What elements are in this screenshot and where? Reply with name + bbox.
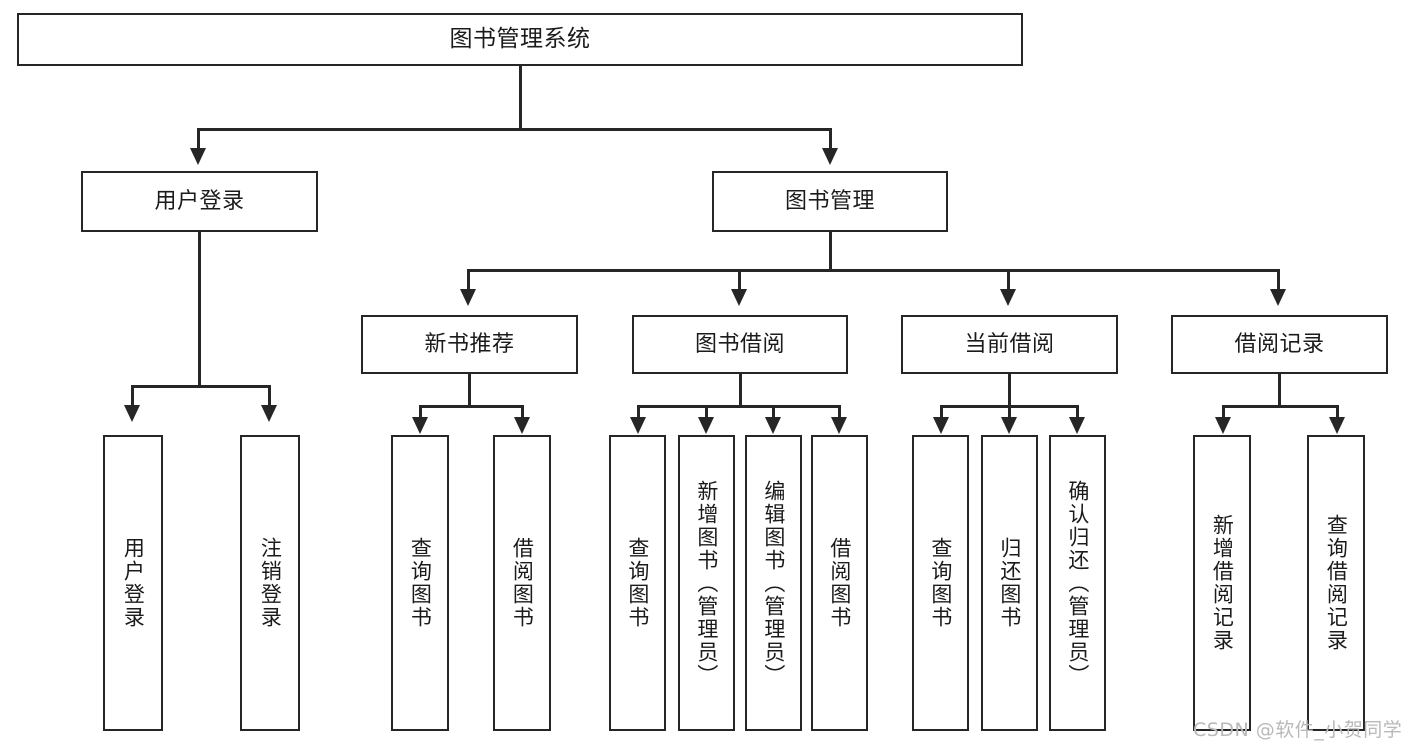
edge-book-borrow-drop-1 <box>637 405 640 419</box>
arrow-to-leaf-user-login <box>124 405 140 422</box>
edge-book-manage-drop-4 <box>1277 269 1280 291</box>
arrow-to-leaf-add-record <box>1215 417 1231 434</box>
node-label: 用户登录 <box>121 537 146 629</box>
node-label: 归还图书 <box>997 537 1022 629</box>
edge-book-manage-stem <box>829 232 832 271</box>
edge-root-drop-right <box>829 128 832 150</box>
arrow-to-leaf-borrow-book-2 <box>831 417 847 434</box>
edge-current-borrow-stem <box>1008 374 1011 407</box>
node-label: 当前借阅 <box>964 331 1055 357</box>
edge-user-login-stem <box>198 232 201 387</box>
node-label: 图书管理系统 <box>449 26 591 53</box>
node-label: 确认归还（管理员） <box>1065 479 1090 687</box>
arrow-to-leaf-edit-book <box>765 417 781 434</box>
edge-current-borrow-drop-2 <box>1008 405 1011 419</box>
node-root-system[interactable]: 图书管理系统 <box>17 13 1023 66</box>
arrow-to-leaf-query-book-2 <box>630 417 646 434</box>
leaf-borrow-book-borrow[interactable]: 借阅图书 <box>811 435 868 731</box>
leaf-user-login[interactable]: 用户登录 <box>103 435 163 731</box>
edge-user-login-drop-2 <box>268 385 271 407</box>
edge-borrow-record-stem <box>1278 374 1281 407</box>
edge-user-login-bus <box>131 385 271 388</box>
edge-borrow-record-drop-2 <box>1336 405 1339 419</box>
edge-new-book-drop-2 <box>521 405 524 419</box>
node-current-borrow[interactable]: 当前借阅 <box>901 315 1118 374</box>
edge-user-login-drop-1 <box>131 385 134 407</box>
node-label: 用户登录 <box>154 188 245 214</box>
edge-book-borrow-drop-4 <box>838 405 841 419</box>
arrow-to-leaf-return-book <box>1001 417 1017 434</box>
leaf-logout-login[interactable]: 注销登录 <box>240 435 300 731</box>
leaf-return-book[interactable]: 归还图书 <box>981 435 1038 731</box>
arrow-to-user-login <box>190 148 206 165</box>
edge-root-stem <box>519 66 522 130</box>
leaf-add-borrow-record[interactable]: 新增借阅记录 <box>1193 435 1251 731</box>
edge-book-manage-drop-1 <box>467 269 470 291</box>
edge-book-manage-drop-3 <box>1007 269 1010 291</box>
node-new-book-recommend[interactable]: 新书推荐 <box>361 315 578 374</box>
node-label: 借阅图书 <box>827 537 852 629</box>
edge-new-book-stem <box>468 374 471 407</box>
arrow-to-book-borrow <box>731 289 747 306</box>
edge-new-book-bus <box>419 405 523 408</box>
leaf-query-book-borrow[interactable]: 查询图书 <box>609 435 666 731</box>
edge-book-borrow-drop-2 <box>705 405 708 419</box>
node-borrow-record[interactable]: 借阅记录 <box>1171 315 1388 374</box>
edge-borrow-record-drop-1 <box>1222 405 1225 419</box>
edge-book-borrow-stem <box>739 374 742 407</box>
arrow-to-leaf-logout-login <box>261 405 277 422</box>
leaf-confirm-return[interactable]: 确认归还（管理员） <box>1049 435 1106 731</box>
node-user-login[interactable]: 用户登录 <box>81 171 318 232</box>
edge-new-book-drop-1 <box>419 405 422 419</box>
edge-root-drop-left <box>197 128 200 150</box>
node-label: 新增借阅记录 <box>1210 514 1235 652</box>
arrow-to-new-book-recommend <box>460 289 476 306</box>
node-label: 新增图书（管理员） <box>694 479 719 687</box>
node-label: 新书推荐 <box>424 331 515 357</box>
leaf-borrow-book-recommend[interactable]: 借阅图书 <box>493 435 551 731</box>
leaf-query-book-current[interactable]: 查询图书 <box>912 435 969 731</box>
edge-current-borrow-drop-1 <box>940 405 943 419</box>
edge-book-manage-drop-2 <box>738 269 741 291</box>
leaf-query-book-recommend[interactable]: 查询图书 <box>391 435 449 731</box>
arrow-to-leaf-query-book-1 <box>412 417 428 434</box>
node-label: 编辑图书（管理员） <box>761 479 786 687</box>
arrow-to-current-borrow <box>1000 289 1016 306</box>
node-label: 查询图书 <box>625 537 650 629</box>
arrow-to-leaf-add-book <box>698 417 714 434</box>
node-book-borrow[interactable]: 图书借阅 <box>632 315 848 374</box>
arrow-to-book-manage <box>822 148 838 165</box>
node-label: 查询借阅记录 <box>1324 514 1349 652</box>
node-label: 借阅记录 <box>1234 331 1325 357</box>
edge-book-manage-bus <box>467 269 1279 272</box>
arrow-to-leaf-borrow-book-1 <box>514 417 530 434</box>
arrow-to-leaf-query-book-3 <box>933 417 949 434</box>
node-label: 借阅图书 <box>510 537 535 629</box>
node-label: 注销登录 <box>258 537 283 629</box>
leaf-add-book[interactable]: 新增图书（管理员） <box>678 435 735 731</box>
leaf-edit-book[interactable]: 编辑图书（管理员） <box>745 435 802 731</box>
edge-current-borrow-drop-3 <box>1076 405 1079 419</box>
leaf-query-borrow-record[interactable]: 查询借阅记录 <box>1307 435 1365 731</box>
node-label: 查询图书 <box>408 537 433 629</box>
arrow-to-leaf-query-record <box>1329 417 1345 434</box>
node-label: 图书管理 <box>784 188 875 214</box>
arrow-to-leaf-confirm-return <box>1069 417 1085 434</box>
edge-book-borrow-bus <box>637 405 840 408</box>
edge-root-bus <box>197 128 831 131</box>
edge-book-borrow-drop-3 <box>772 405 775 419</box>
arrow-to-borrow-record <box>1270 289 1286 306</box>
node-label: 查询图书 <box>928 537 953 629</box>
node-book-manage[interactable]: 图书管理 <box>712 171 948 232</box>
node-label: 图书借阅 <box>694 331 785 357</box>
edge-borrow-record-bus <box>1222 405 1338 408</box>
